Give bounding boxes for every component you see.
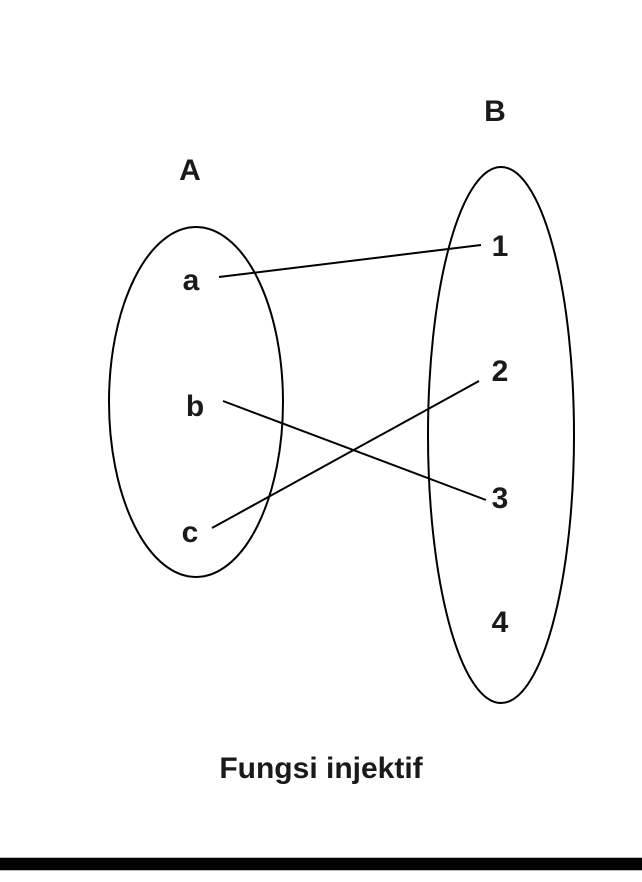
set-b-element-4: 4 <box>492 606 509 639</box>
set-b-ellipse <box>427 166 575 704</box>
set-a-ellipse <box>108 226 284 578</box>
set-a-element-b: b <box>186 390 204 423</box>
bottom-border-bar <box>0 858 642 870</box>
set-a-element-c: c <box>182 516 199 549</box>
mapping-a-to-1 <box>218 244 482 278</box>
mapping-c-to-2 <box>211 380 480 529</box>
diagram-caption: Fungsi injektif <box>219 752 423 785</box>
set-b-element-1: 1 <box>492 230 509 263</box>
set-b-label: B <box>484 95 506 128</box>
set-b-element-3: 3 <box>492 482 509 515</box>
set-a-label: A <box>179 154 201 187</box>
set-b-element-2: 2 <box>492 355 509 388</box>
set-a-element-a: a <box>183 264 200 297</box>
